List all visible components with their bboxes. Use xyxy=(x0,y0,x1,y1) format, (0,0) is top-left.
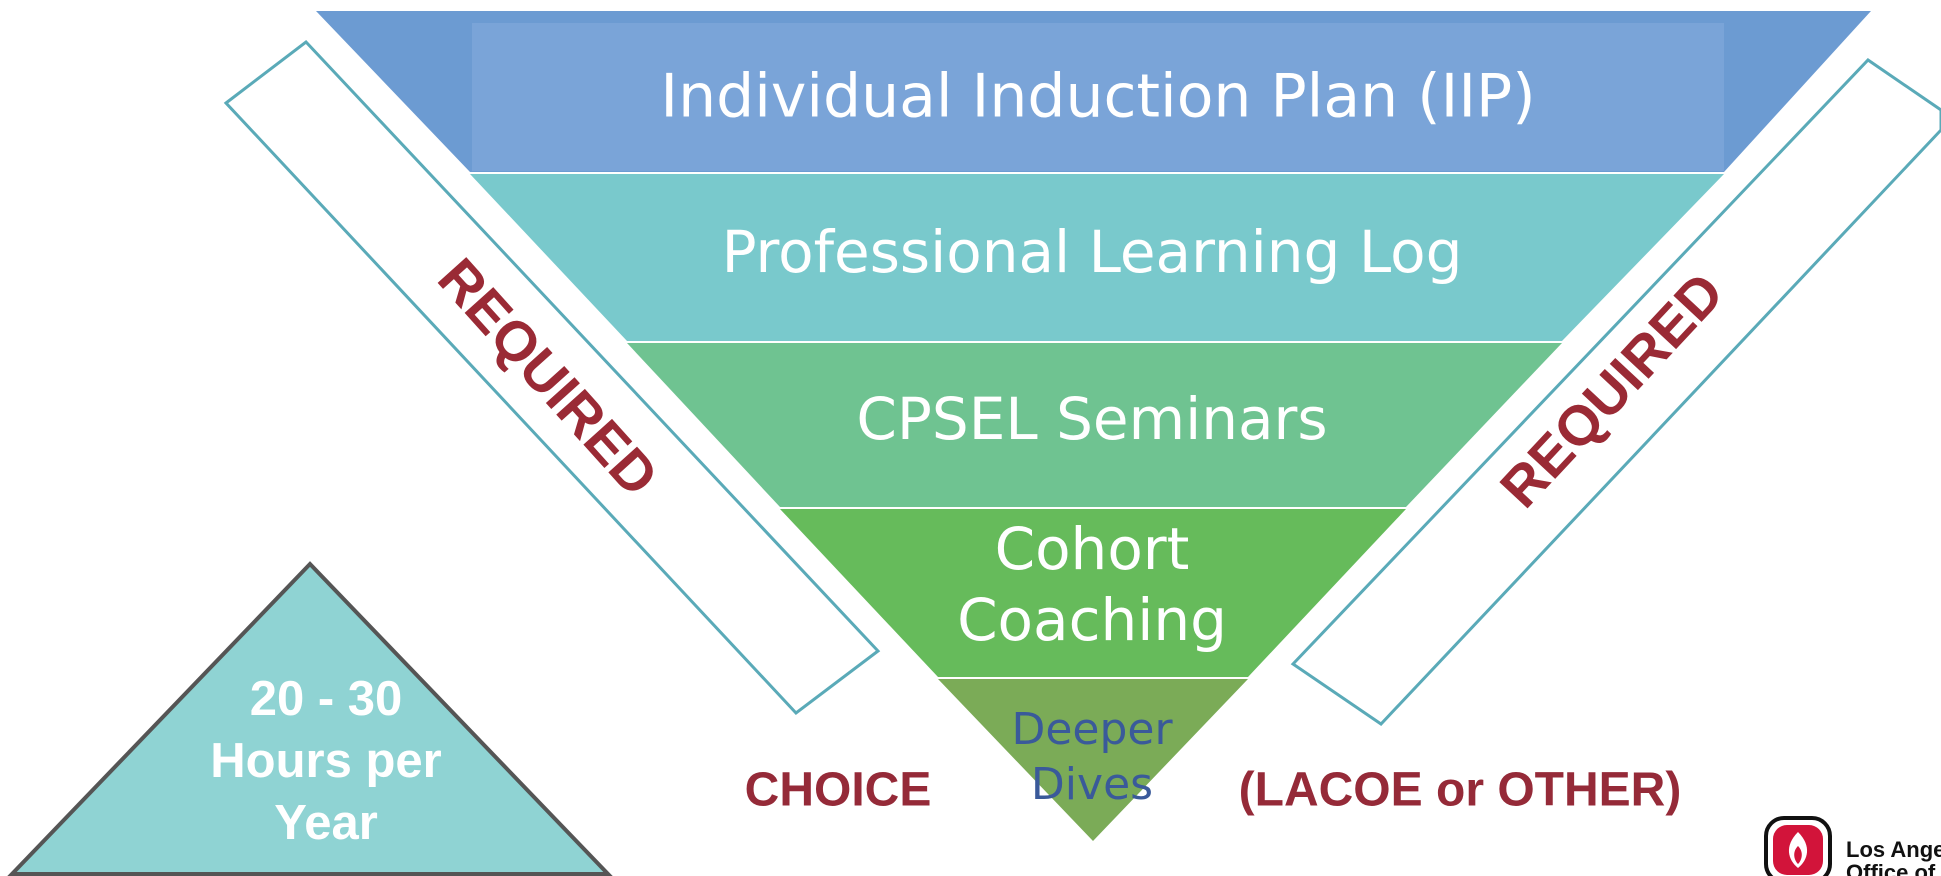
funnel-level-log xyxy=(470,174,1724,341)
funnel-level-iip xyxy=(472,23,1724,171)
logo-line1: Los Ange xyxy=(1846,837,1941,862)
right-band-outline xyxy=(1290,58,1941,726)
deeper-label-line1: Deeper xyxy=(1011,704,1173,755)
funnel-level-deeper xyxy=(938,679,1248,841)
funnel-level-cpsel xyxy=(627,343,1562,507)
hours-line2: Hours per xyxy=(210,734,441,788)
log-label: Professional Learning Log xyxy=(722,218,1463,286)
hours-triangle: 20 - 30 Hours per Year xyxy=(7,561,613,876)
logo-line2: Office of xyxy=(1846,860,1936,876)
flame-logo-icon xyxy=(1764,816,1832,876)
deeper-label-line2: Dives xyxy=(1031,759,1153,810)
left-band-outline xyxy=(223,39,881,716)
hours-line3: Year xyxy=(274,796,378,850)
iip-label: Individual Induction Plan (IIP) xyxy=(660,62,1535,132)
cohort-label-line2: Coaching xyxy=(957,586,1227,654)
funnel-level-cohort xyxy=(780,509,1406,677)
hours-triangle-shape xyxy=(7,561,613,876)
funnel: Individual Induction Plan (IIP) Professi… xyxy=(316,11,1871,841)
lacoe-label: (LACOE or OTHER) xyxy=(1239,764,1682,817)
lacoe-logo: Los Ange Office of xyxy=(1764,816,1941,876)
cpsel-label: CPSEL Seminars xyxy=(856,385,1327,453)
choice-label: CHOICE xyxy=(745,764,932,817)
cohort-label-line1: Cohort xyxy=(995,515,1190,583)
hours-line1: 20 - 30 xyxy=(250,672,403,726)
